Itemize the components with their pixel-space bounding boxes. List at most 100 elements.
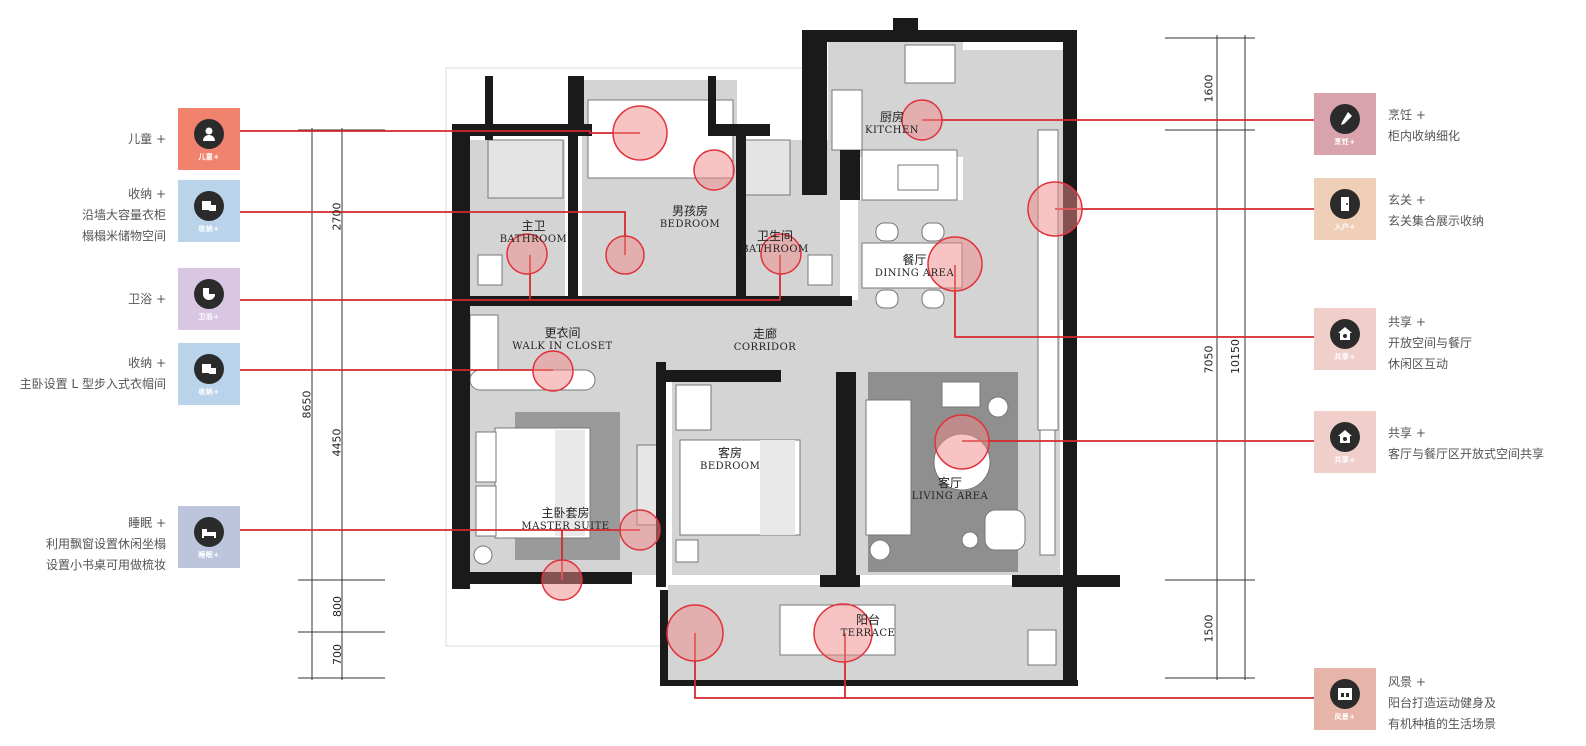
room-label-terrace: 阳台 TERRACE	[838, 614, 898, 640]
room-cn: 餐厅	[902, 253, 927, 267]
scenery-icon	[1330, 678, 1360, 709]
tag-label: 收纳+	[198, 387, 220, 396]
annotation-cooking: 烹饪 + 柜内收纳细化	[1388, 105, 1460, 147]
tag-scenery: 风景+	[1314, 668, 1376, 730]
room-label-corridor: 走廊 CORRIDOR	[730, 328, 800, 354]
tag-share-1: 共享+	[1314, 308, 1376, 370]
home-share-icon	[1330, 318, 1360, 349]
room-en: LIVING AREA	[911, 491, 989, 502]
annotation-line: 沿墙大容量衣柜	[81, 208, 166, 222]
annotation-scenery: 风景 + 阳台打造运动健身及 有机种植的生活场景	[1388, 672, 1496, 735]
annotation-line: 榻榻米储物空间	[81, 229, 166, 243]
dim-right-bottom: 1500	[1202, 614, 1216, 643]
annotation-line: 客厅与餐厅区开放式空间共享	[1388, 447, 1545, 461]
room-cn: 更衣间	[544, 326, 581, 340]
annotation-share-1: 共享 + 开放空间与餐厅 休闲区互动	[1388, 312, 1472, 375]
annotation-line: 柜内收纳细化	[1388, 129, 1461, 143]
room-en: BEDROOM	[700, 461, 761, 472]
room-en: WALK IN CLOSET	[512, 341, 613, 352]
tag-label: 共享+	[1334, 352, 1356, 361]
annotation-title: 儿童 +	[128, 132, 166, 146]
tag-share-2: 共享+	[1314, 411, 1376, 473]
tag-label: 风景+	[1334, 712, 1356, 721]
annotation-storage-1: 收纳 + 沿墙大容量衣柜 榻榻米储物空间	[82, 184, 166, 247]
dim-left-top: 2700	[330, 202, 344, 231]
marker-master	[619, 509, 661, 551]
marker-bath1	[506, 233, 548, 275]
annotation-title: 风景 +	[1388, 675, 1426, 689]
dim-right-outer: 10150	[1229, 339, 1242, 374]
marker-storage1	[605, 235, 645, 275]
tag-entry: 入户+	[1314, 178, 1376, 240]
marker-living	[934, 414, 990, 470]
annotation-bath: 卫浴 +	[128, 289, 166, 310]
room-cn: 主卫	[521, 219, 546, 233]
marker-child	[612, 105, 668, 161]
annotation-line: 利用飘窗设置休闲坐榻	[45, 537, 166, 551]
bed-icon	[194, 516, 224, 547]
room-cn: 阳台	[855, 613, 880, 627]
walls	[452, 18, 1120, 686]
tag-cooking: 烹饪+	[1314, 93, 1376, 155]
door-icon	[1330, 188, 1360, 219]
room-label-kitchen: 厨房 KITCHEN	[862, 111, 922, 137]
tag-storage-2: 收纳+	[178, 343, 240, 405]
annotation-share-2: 共享 + 客厅与餐厅区开放式空间共享	[1388, 423, 1544, 465]
room-cn: 男孩房	[671, 204, 708, 218]
leader-lines	[240, 119, 1315, 699]
room-en: KITCHEN	[864, 125, 919, 136]
home-share-icon	[1330, 421, 1360, 452]
tag-label: 烹饪+	[1334, 137, 1356, 146]
room-label-bath2: 卫生间 BATHROOM	[740, 230, 810, 256]
room-en: DINING AREA	[874, 268, 955, 279]
tag-sleep: 睡眠+	[178, 506, 240, 568]
dim-right-mid: 7050	[1202, 345, 1216, 374]
annotation-title: 收纳 +	[128, 356, 166, 370]
room-en: BATHROOM	[499, 234, 568, 245]
room-label-closet: 更衣间 WALK IN CLOSET	[510, 327, 615, 353]
room-cn: 卫生间	[756, 229, 793, 243]
annotation-title: 收纳 +	[128, 187, 166, 201]
markers	[506, 99, 1083, 663]
room-label-guest: 客房 BEDROOM	[700, 447, 760, 473]
room-cn: 厨房	[879, 110, 904, 124]
room-cn: 走廊	[752, 327, 777, 341]
room-en: BATHROOM	[741, 244, 809, 255]
annotation-sleep: 睡眠 + 利用飘窗设置休闲坐榻 设置小书桌可用做梳妆	[46, 513, 166, 576]
marker-terrace-2	[813, 603, 873, 663]
marker-terrace-1	[666, 604, 724, 662]
toilet-icon	[194, 278, 224, 309]
tag-label: 卫浴+	[198, 312, 220, 321]
annotation-entry: 玄关 + 玄关集合展示收纳	[1388, 190, 1484, 232]
annotation-line: 玄关集合展示收纳	[1388, 214, 1485, 228]
room-label-boy-bedroom: 男孩房 BEDROOM	[655, 205, 725, 231]
dim-left-b1: 800	[331, 596, 344, 617]
marker-closet	[532, 350, 574, 392]
tag-label: 儿童+	[198, 152, 220, 161]
annotation-title: 烹饪 +	[1388, 108, 1426, 122]
cooking-icon	[1330, 103, 1360, 134]
room-label-bath1: 主卫 BATHROOM	[496, 220, 571, 246]
room-en: CORRIDOR	[733, 342, 797, 353]
annotation-title: 卫浴 +	[128, 292, 166, 306]
room-cn: 客厅	[937, 476, 962, 490]
annotation-line: 阳台打造运动健身及	[1388, 696, 1497, 710]
room-en: MASTER SUITE	[521, 521, 610, 532]
annotation-title: 睡眠 +	[128, 516, 166, 530]
annotation-title: 玄关 +	[1388, 193, 1426, 207]
marker-dining	[927, 236, 983, 292]
tag-storage-1: 收纳+	[178, 180, 240, 242]
annotation-storage-2: 收纳 + 主卧设置 L 型步入式衣帽间	[20, 353, 166, 395]
dim-left-outer: 8650	[300, 390, 314, 419]
annotation-line: 主卧设置 L 型步入式衣帽间	[19, 377, 166, 391]
storage-icon	[194, 353, 224, 384]
annotation-child: 儿童 +	[128, 129, 166, 150]
marker-entry	[1027, 181, 1083, 237]
tag-label: 收纳+	[198, 224, 220, 233]
marker-bath2	[760, 233, 802, 275]
tag-bath: 卫浴+	[178, 268, 240, 330]
room-en: TERRACE	[840, 628, 896, 639]
marker-kitchen	[901, 99, 943, 141]
storage-icon	[194, 190, 224, 221]
